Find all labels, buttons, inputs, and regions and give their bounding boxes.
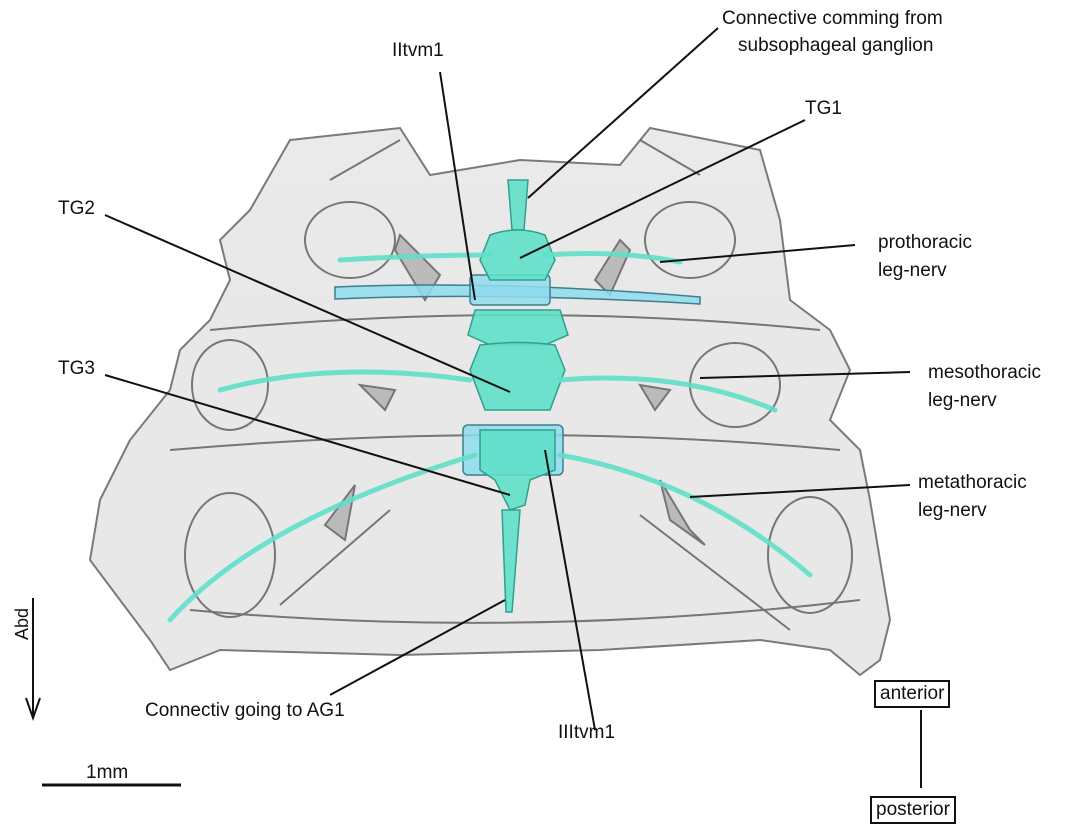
label-mesothoracic-2: leg-nerv	[928, 390, 997, 412]
label-connective-1: Connective comming from	[722, 8, 943, 30]
label-tg2: TG2	[58, 198, 95, 220]
label-iiitvm1: IIItvm1	[558, 722, 615, 744]
label-tg3: TG3	[58, 358, 95, 380]
abd-label: Abd	[12, 608, 33, 640]
posterior-box: posterior	[870, 796, 956, 824]
label-connectiv-ag1: Connectiv going to AG1	[145, 700, 345, 722]
label-tg1: TG1	[805, 98, 842, 120]
label-metathoracic-2: leg-nerv	[918, 500, 987, 522]
anterior-box: anterior	[874, 680, 950, 708]
label-metathoracic-1: metathoracic	[918, 472, 1027, 494]
label-mesothoracic-1: mesothoracic	[928, 362, 1041, 384]
label-iitvm1: IItvm1	[392, 40, 444, 62]
label-prothoracic-2: leg-nerv	[878, 260, 947, 282]
scale-bar-label: 1mm	[86, 762, 128, 784]
label-prothoracic-1: prothoracic	[878, 232, 972, 254]
label-connective-2: subsophageal ganglion	[738, 35, 933, 57]
